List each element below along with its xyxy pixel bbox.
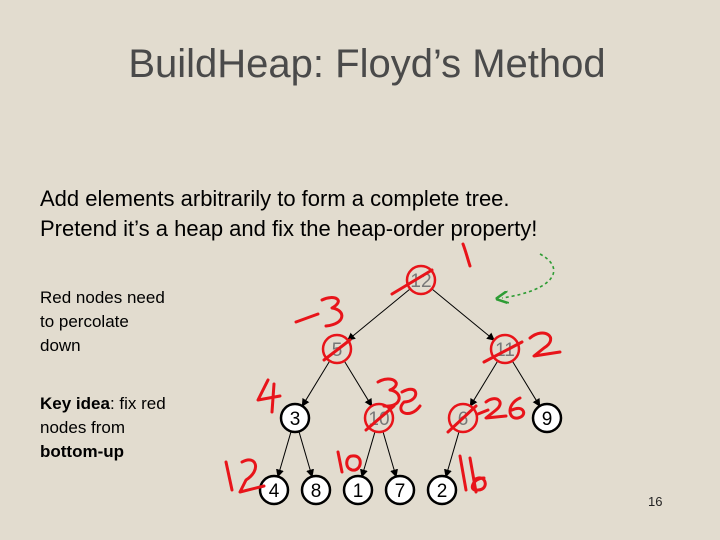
tree-node-4: 4 xyxy=(258,474,290,506)
hw-3-to-4 xyxy=(256,378,282,414)
intro-text: Add elements arbitrarily to form a compl… xyxy=(40,184,700,244)
tree-edge-12-11 xyxy=(431,288,495,341)
hw-strike-11 xyxy=(482,340,524,364)
hw-2-to-6 xyxy=(484,397,508,420)
slide-title: BuildHeap: Floyd’s Method xyxy=(128,42,606,86)
tree-node-8: 8 xyxy=(300,474,332,506)
node-circle xyxy=(279,402,311,434)
node-circle xyxy=(300,474,332,506)
node-circle xyxy=(363,402,395,434)
green-curved-arrow xyxy=(502,253,555,298)
node-circle xyxy=(342,474,374,506)
intro-line-2: Pretend it’s a heap and fix the heap-ord… xyxy=(40,216,538,241)
hw-strike-12 xyxy=(390,268,434,296)
tree-edge-10-7 xyxy=(382,431,398,478)
node-circle xyxy=(531,402,563,434)
node-label: 7 xyxy=(395,481,406,502)
note2-line-1: Key idea: fix red xyxy=(40,392,240,416)
tree-edge-5-3 xyxy=(301,360,331,407)
tree-edge-10-1 xyxy=(360,431,376,478)
intro-line-1: Add elements arbitrarily to form a compl… xyxy=(40,186,510,211)
hw-4-to-12 xyxy=(224,458,266,494)
tree-edge-5-10 xyxy=(343,360,373,407)
tree-node-12: 12 xyxy=(405,264,437,296)
note2-line-2: nodes from xyxy=(40,418,126,437)
tree-node-3: 3 xyxy=(279,402,311,434)
hw-1-to-10 xyxy=(336,450,362,474)
tree-node-2: 2 xyxy=(426,474,458,506)
node-label: 8 xyxy=(311,481,322,502)
bottom-up-label: bottom-up xyxy=(40,442,125,461)
tree-edge-3-8 xyxy=(298,431,314,478)
hw-arrow-6 xyxy=(476,408,490,416)
handwritten-annotations xyxy=(224,242,562,494)
hw-strike-5 xyxy=(322,338,352,362)
page-number: 16 xyxy=(648,494,663,509)
node-circle xyxy=(426,474,458,506)
tree-edge-6-2 xyxy=(444,431,460,478)
hw-order-2 xyxy=(528,331,562,358)
node-label: 12 xyxy=(410,271,431,292)
key-idea-note: Key idea: fix red nodes from bottom-up xyxy=(40,392,240,464)
hw-order-3 xyxy=(376,377,401,408)
red-nodes-note: Red nodes need to percolate down xyxy=(40,286,240,358)
node-label: 4 xyxy=(269,481,280,502)
tree-node-9: 9 xyxy=(531,402,563,434)
hw-strike-10 xyxy=(364,404,396,432)
node-circle xyxy=(489,333,521,365)
node-label: 2 xyxy=(437,481,448,502)
tree-edge-11-9 xyxy=(511,360,541,407)
tree-node-11: 11 xyxy=(489,333,521,365)
tree-node-7: 7 xyxy=(384,474,416,506)
hw-5-to-1 xyxy=(294,312,320,324)
node-circle xyxy=(321,333,353,365)
key-idea-rest: : fix red xyxy=(109,394,166,413)
node-circle xyxy=(447,402,479,434)
tree-node-1: 1 xyxy=(342,474,374,506)
hw-order-1 xyxy=(461,242,472,268)
node-label: 9 xyxy=(542,409,553,430)
node-label: 1 xyxy=(353,481,364,502)
hw-order-4 xyxy=(470,476,487,492)
node-circle xyxy=(384,474,416,506)
node-label: 3 xyxy=(290,409,301,430)
note1-line-3: down xyxy=(40,336,81,355)
node-circle xyxy=(258,474,290,506)
tree-edges xyxy=(276,288,541,478)
hw-2-to-11 xyxy=(458,454,478,494)
note1-line-1: Red nodes need xyxy=(40,288,165,307)
note2-line-3: bottom-up xyxy=(40,440,240,464)
key-idea-label: Key idea xyxy=(40,394,110,413)
hw-10-to-8 xyxy=(399,387,422,416)
hw-6-note xyxy=(508,396,526,420)
hw-strike-6 xyxy=(446,404,478,434)
tree-edge-11-6 xyxy=(469,360,499,407)
tree-edge-3-4 xyxy=(276,431,292,478)
note1-line-2: to percolate xyxy=(40,312,129,331)
node-circle xyxy=(405,264,437,296)
hw-5-to-3 xyxy=(320,296,344,328)
tree-edge-12-5 xyxy=(347,288,411,341)
